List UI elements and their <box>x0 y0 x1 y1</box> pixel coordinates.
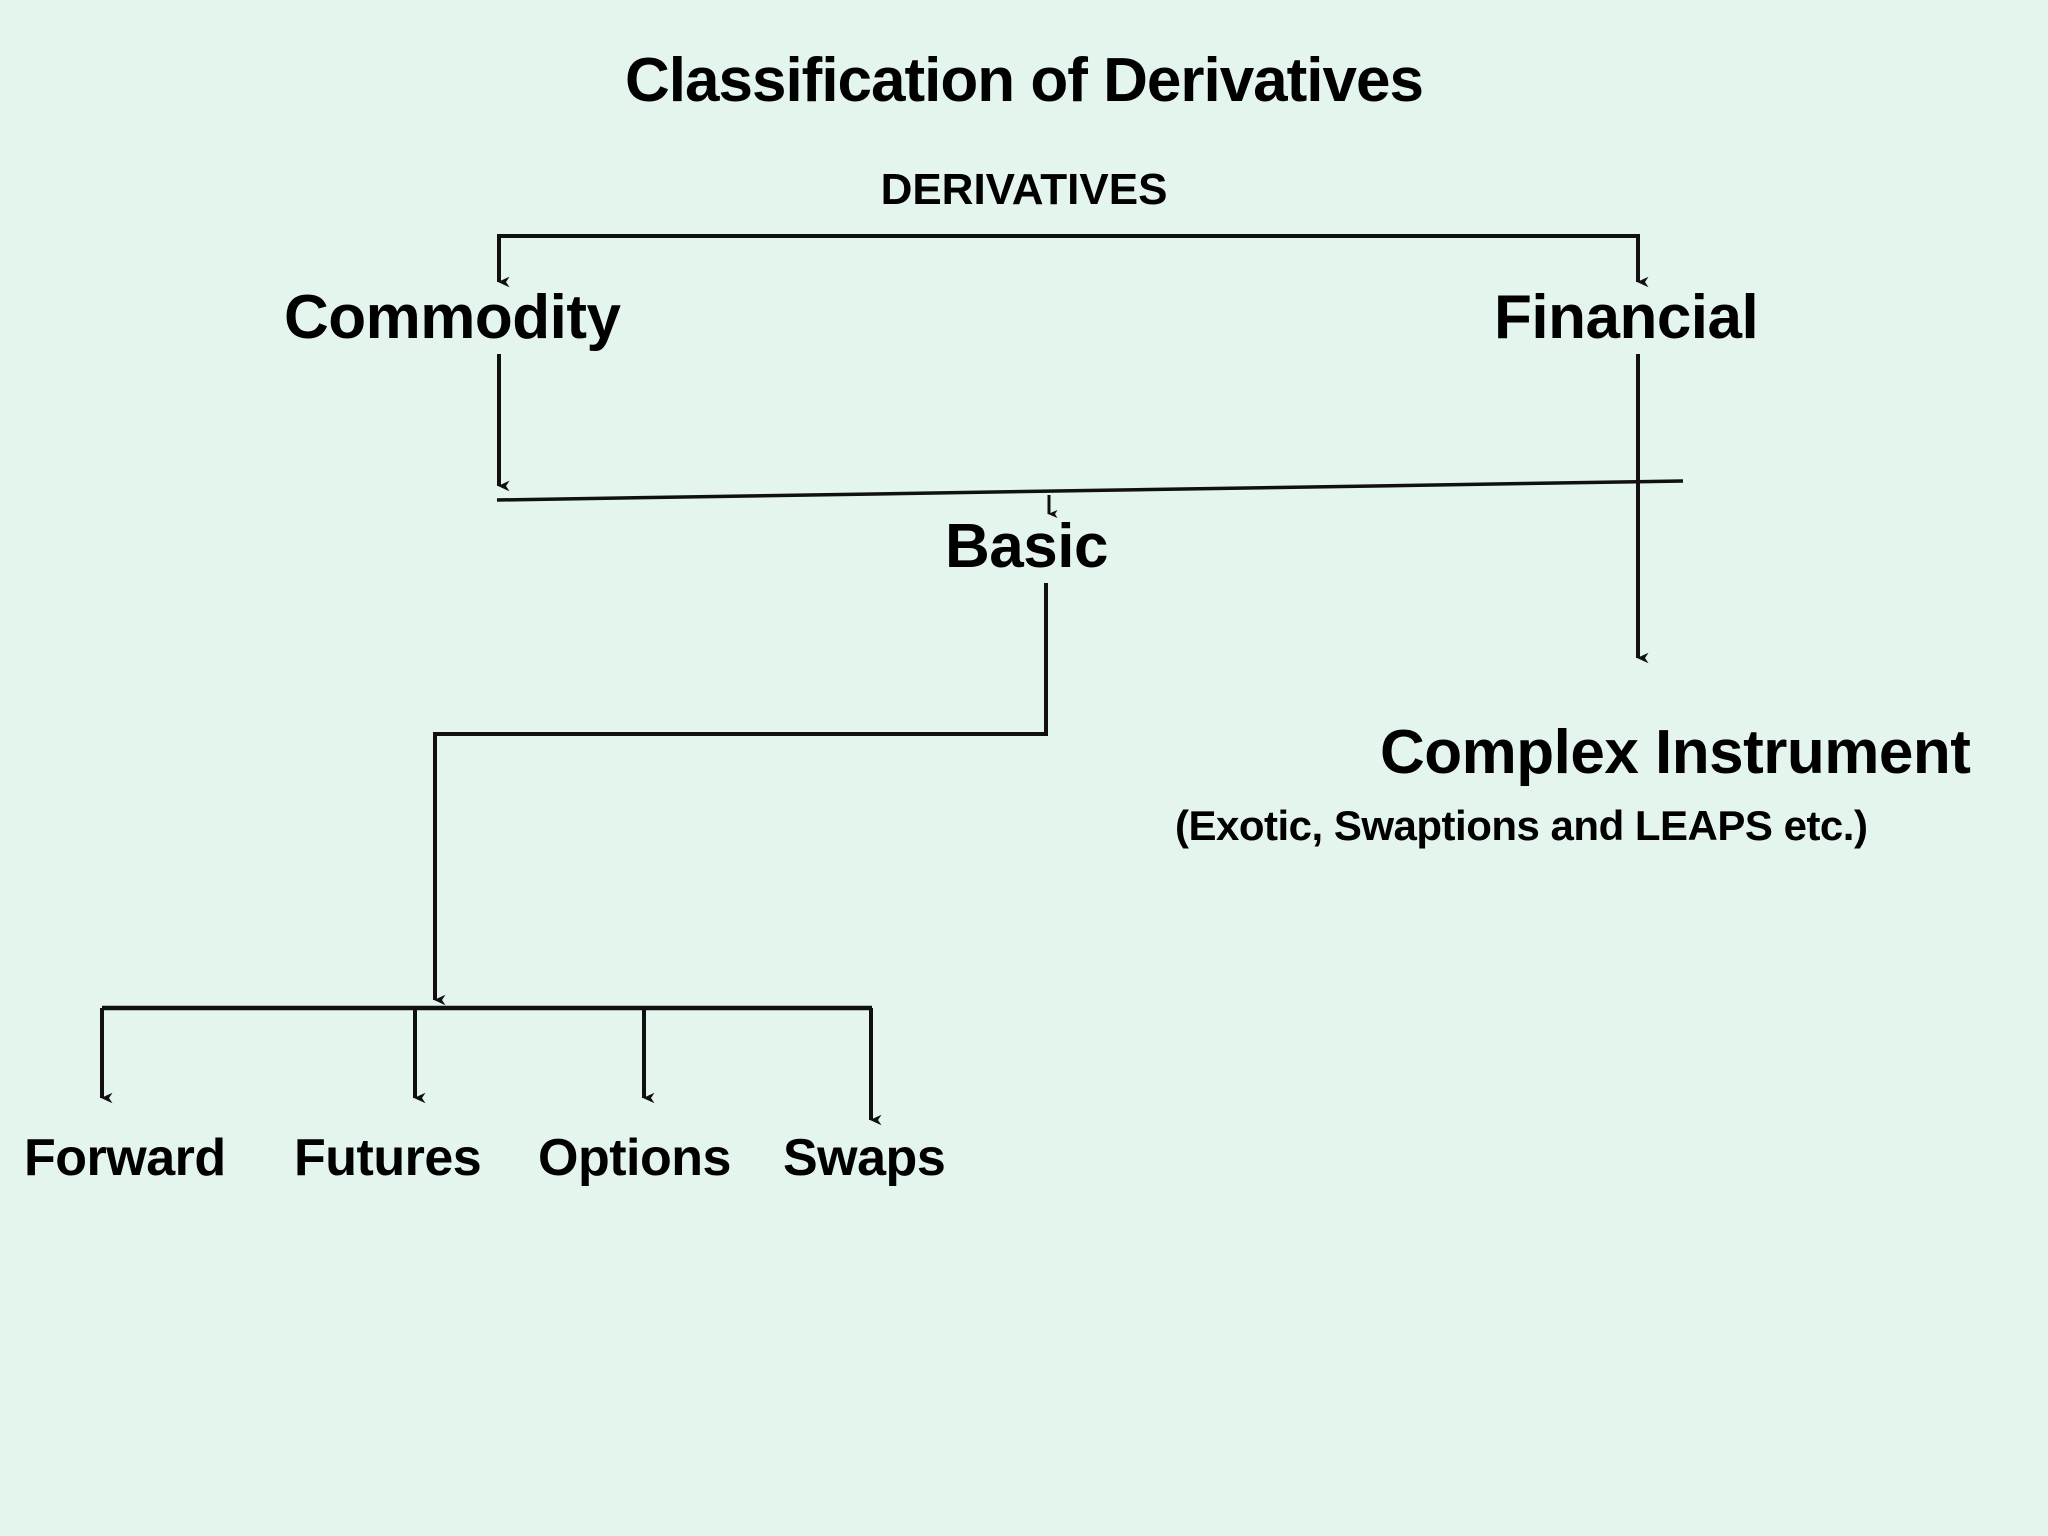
connector-merge-line <box>496 479 1684 502</box>
node-complex-instrument-sublabel: (Exotic, Swaptions and LEAPS etc.) <box>1175 802 1868 849</box>
node-financial: Financial <box>1494 283 1759 352</box>
node-complex-instrument: Complex Instrument <box>1380 718 1971 787</box>
node-futures: Futures <box>294 1129 482 1187</box>
page-title: Classification of Derivatives <box>625 46 1424 115</box>
node-basic: Basic <box>945 512 1108 581</box>
node-forward: Forward <box>24 1129 226 1187</box>
node-swaps: Swaps <box>783 1129 946 1187</box>
connector-basic-down <box>433 583 1048 1006</box>
node-commodity: Commodity <box>284 283 621 352</box>
node-derivatives: DERIVATIVES <box>880 165 1168 214</box>
node-options: Options <box>538 1129 731 1187</box>
